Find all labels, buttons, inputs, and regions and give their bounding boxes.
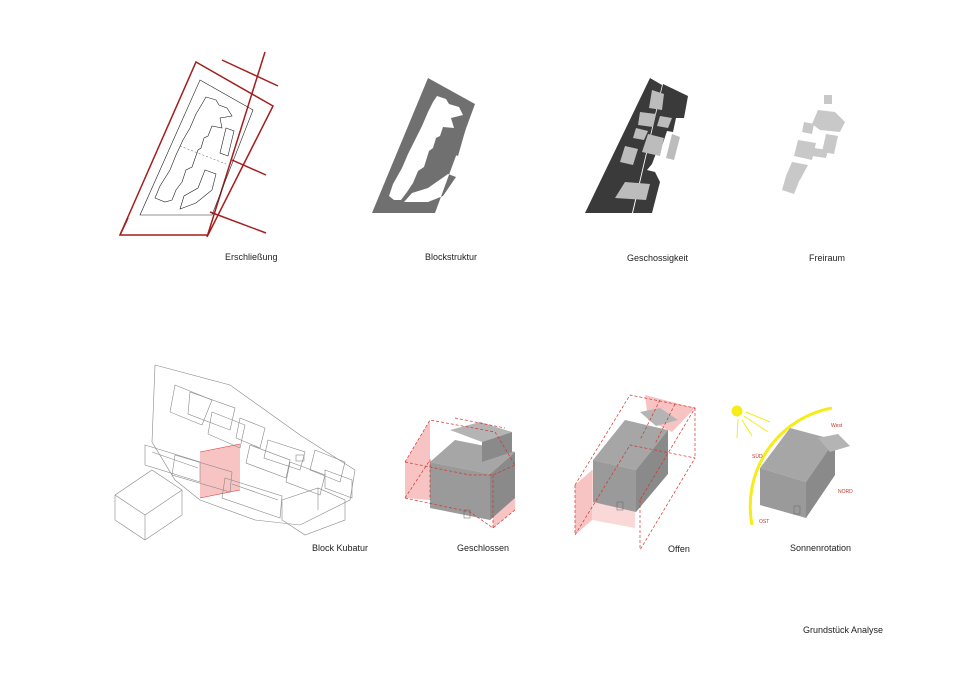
block-kubatur-diagram xyxy=(114,364,356,541)
caption-geschlossen: Geschlossen xyxy=(457,543,510,553)
sheet-title: Grundstück Analyse xyxy=(803,625,884,635)
geschossigkeit-diagram xyxy=(585,78,688,213)
caption-erschliessung: Erschließung xyxy=(225,252,278,262)
caption-freiraum: Freiraum xyxy=(809,253,846,263)
compass-sued-label: SÜD xyxy=(752,453,763,460)
erschliessung-diagram xyxy=(118,51,279,238)
compass-nord-label: NORD xyxy=(838,489,853,495)
offen-diagram xyxy=(574,394,696,551)
caption-geschossigkeit: Geschossigkeit xyxy=(627,253,689,263)
sun-icon xyxy=(731,405,771,439)
caption-blockstruktur: Blockstruktur xyxy=(425,252,478,262)
sonnenrotation-diagram: West SÜD NORD OST xyxy=(731,405,853,526)
caption-block-kubatur: Block Kubatur xyxy=(312,543,369,553)
compass-ost-label: OST xyxy=(759,519,769,525)
freiraum-diagram xyxy=(782,95,845,194)
compass-west-label: West xyxy=(831,423,843,429)
caption-offen: Offen xyxy=(668,544,690,554)
blockstruktur-diagram xyxy=(372,78,475,213)
geschlossen-diagram xyxy=(404,417,516,529)
caption-sonnenrotation: Sonnenrotation xyxy=(790,543,852,553)
